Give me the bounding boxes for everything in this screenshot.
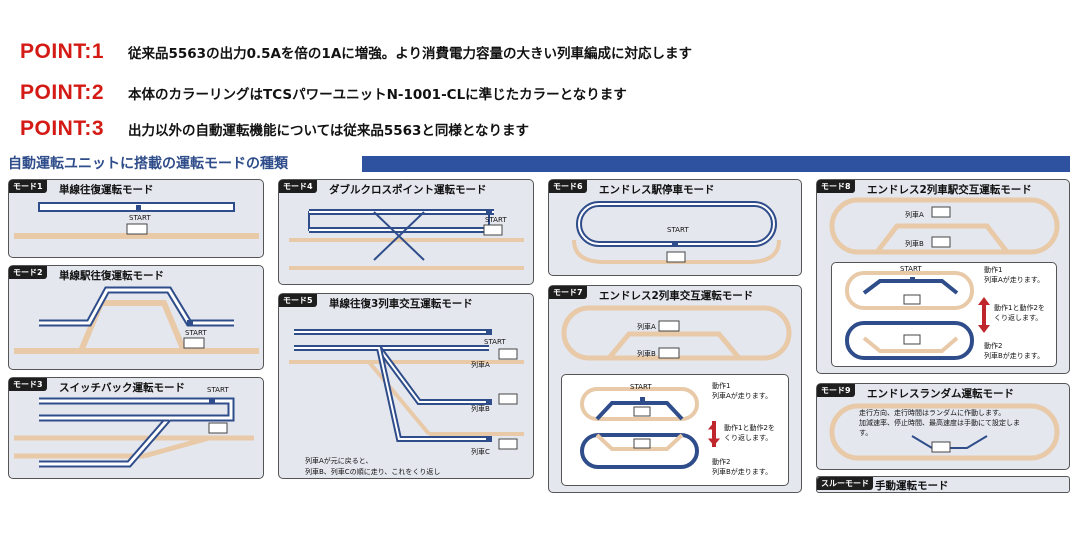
mode-6-start: START	[667, 226, 689, 234]
point-3-label: POINT:3	[20, 117, 105, 140]
mode-9-desc-2: 加減速率、停止時間、最高速度は手動にて設定しま	[859, 419, 1020, 427]
mode-2-panel: モード2 単線駅往復運転モード START	[8, 265, 264, 370]
mode-8-repeat-1: 動作1と動作2を	[994, 304, 1045, 312]
mode-5-note-1: 列車Aが元に戻ると、	[305, 457, 373, 465]
mode-5-train-c: 列車C	[471, 448, 490, 456]
point-1-text: 従来品5563の出力0.5Aを倍の1Aに増強。より消費電力容量の大きい列車編成に…	[128, 46, 693, 62]
mode-4-tag: モード4	[279, 180, 317, 193]
mode-2-diagram	[14, 286, 259, 354]
mode-7-train-a: 列車A	[637, 323, 656, 331]
mode-3-tag: モード3	[9, 378, 47, 391]
mode-7-title: エンドレス2列車交互運転モード	[599, 290, 754, 302]
mode-8-repeat-2: くり返します。	[994, 314, 1043, 322]
point-2-label: POINT:2	[20, 81, 105, 104]
mode-7-diagram	[561, 305, 792, 361]
point-3-row: POINT:3 出力以外の自動運転機能については従来品5563と同様となります	[20, 117, 529, 141]
mode-6-title: エンドレス駅停車モード	[599, 184, 715, 196]
mode-8-step2: 動作2	[984, 342, 1003, 350]
mode-8-sub-start: START	[900, 265, 922, 273]
mode-7-sub-diagram	[580, 387, 721, 469]
mode-5-note-2: 列車B、列車Cの順に走り、これをくり返し	[305, 468, 441, 476]
mode-8-step1-desc: 列車Aが走ります。	[984, 276, 1045, 284]
mode-4-panel: モード4 ダブルクロスポイント運転モード START	[278, 179, 534, 285]
section-header: 自動運転ユニットに搭載の運転モードの種類	[8, 153, 1070, 175]
mode-5-title: 単線往復3列車交互運転モード	[329, 298, 473, 310]
mode-8-diagram	[829, 197, 1060, 255]
mode-3-title: スイッチバック運転モード	[59, 382, 185, 394]
mode-3-start: START	[207, 386, 229, 394]
mode-1-panel: モード1 単線往復運転モード START	[8, 179, 264, 258]
mode-6-diagram	[572, 201, 781, 264]
mode-8-train-b: 列車B	[905, 240, 924, 248]
point-2-text: 本体のカラーリングはTCSパワーユニットN-1001-CLに準じたカラーとなりま…	[128, 87, 627, 103]
mode-6-tag: モード6	[549, 180, 587, 193]
mode-9-desc-3: す。	[859, 429, 873, 437]
mode-9-tag: モード9	[817, 384, 855, 397]
mode-8-train-a: 列車A	[905, 211, 924, 219]
thru-mode-panel: スルーモード 手動運転モード	[816, 476, 1070, 493]
thru-mode-tag: スルーモード	[817, 477, 873, 490]
mode-8-subpanel: START 動作1 列車Aが走ります。 動作1と動作2を くり返します。 動作2…	[831, 262, 1057, 367]
point-3-text: 出力以外の自動運転機能については従来品5563と同様となります	[128, 123, 529, 139]
mode-7-tag: モード7	[549, 286, 587, 299]
mode-9-panel: モード9 エンドレスランダム運転モード 走行方向、走行時間はランダムに作動します…	[816, 383, 1070, 470]
point-2-row: POINT:2 本体のカラーリングはTCSパワーユニットN-1001-CLに準じ…	[20, 81, 627, 105]
mode-4-diagram	[289, 209, 524, 270]
mode-2-tag: モード2	[9, 266, 47, 279]
mode-7-step2: 動作2	[712, 458, 731, 466]
mode-5-panel: モード5 単線往復3列車交互運転モード START 列車A 列車B 列車C 列車…	[278, 293, 534, 479]
thru-mode-title: 手動運転モード	[875, 480, 949, 492]
mode-7-step1-desc: 列車Aが走ります。	[712, 392, 773, 400]
mode-3-diagram	[14, 397, 254, 468]
section-title: 自動運転ユニットに搭載の運転モードの種類	[8, 156, 288, 172]
mode-1-diagram	[14, 202, 259, 239]
mode-7-step2-desc: 列車Bが走ります。	[712, 468, 773, 476]
mode-5-diagram	[289, 329, 524, 450]
mode-5-train-a: 列車A	[471, 361, 490, 369]
mode-8-panel: モード8 エンドレス2列車駅交互運転モード 列車A 列車B START 動作1 …	[816, 179, 1070, 374]
mode-7-repeat-2: くり返します。	[724, 434, 773, 442]
mode-5-tag: モード5	[279, 294, 317, 307]
mode-1-start: START	[129, 214, 151, 222]
mode-6-panel: モード6 エンドレス駅停車モード START	[548, 179, 802, 276]
section-title-bar	[362, 156, 1070, 172]
mode-2-start: START	[185, 329, 207, 337]
mode-7-subpanel: START 動作1 列車Aが走ります。 動作1と動作2を くり返します。 動作2…	[561, 374, 789, 486]
mode-7-sub-start: START	[630, 383, 652, 391]
mode-8-step1: 動作1	[984, 266, 1003, 274]
mode-9-title: エンドレスランダム運転モード	[867, 388, 1014, 400]
mode-7-step1: 動作1	[712, 382, 731, 390]
mode-4-title: ダブルクロスポイント運転モード	[329, 184, 487, 196]
mode-1-tag: モード1	[9, 180, 47, 193]
mode-7-repeat-1: 動作1と動作2を	[724, 424, 775, 432]
mode-7-panel: モード7 エンドレス2列車交互運転モード 列車A 列車B START 動作1 列…	[548, 285, 802, 493]
mode-3-panel: モード3 スイッチバック運転モード START	[8, 377, 264, 479]
mode-5-start: START	[484, 338, 506, 346]
point-1-row: POINT:1 従来品5563の出力0.5Aを倍の1Aに増強。より消費電力容量の…	[20, 40, 692, 64]
mode-5-train-b: 列車B	[471, 405, 490, 413]
mode-1-title: 単線往復運転モード	[59, 184, 154, 196]
mode-4-start: START	[485, 216, 507, 224]
mode-7-train-b: 列車B	[637, 350, 656, 358]
mode-8-sub-diagram	[845, 271, 990, 360]
mode-9-desc-1: 走行方向、走行時間はランダムに作動します。	[859, 409, 1006, 417]
mode-8-step2-desc: 列車Bが走ります。	[984, 352, 1045, 360]
mode-8-tag: モード8	[817, 180, 855, 193]
point-1-label: POINT:1	[20, 40, 105, 63]
mode-2-title: 単線駅往復運転モード	[59, 270, 164, 282]
mode-8-title: エンドレス2列車駅交互運転モード	[867, 184, 1032, 196]
mode-9-diagram	[829, 403, 1060, 461]
